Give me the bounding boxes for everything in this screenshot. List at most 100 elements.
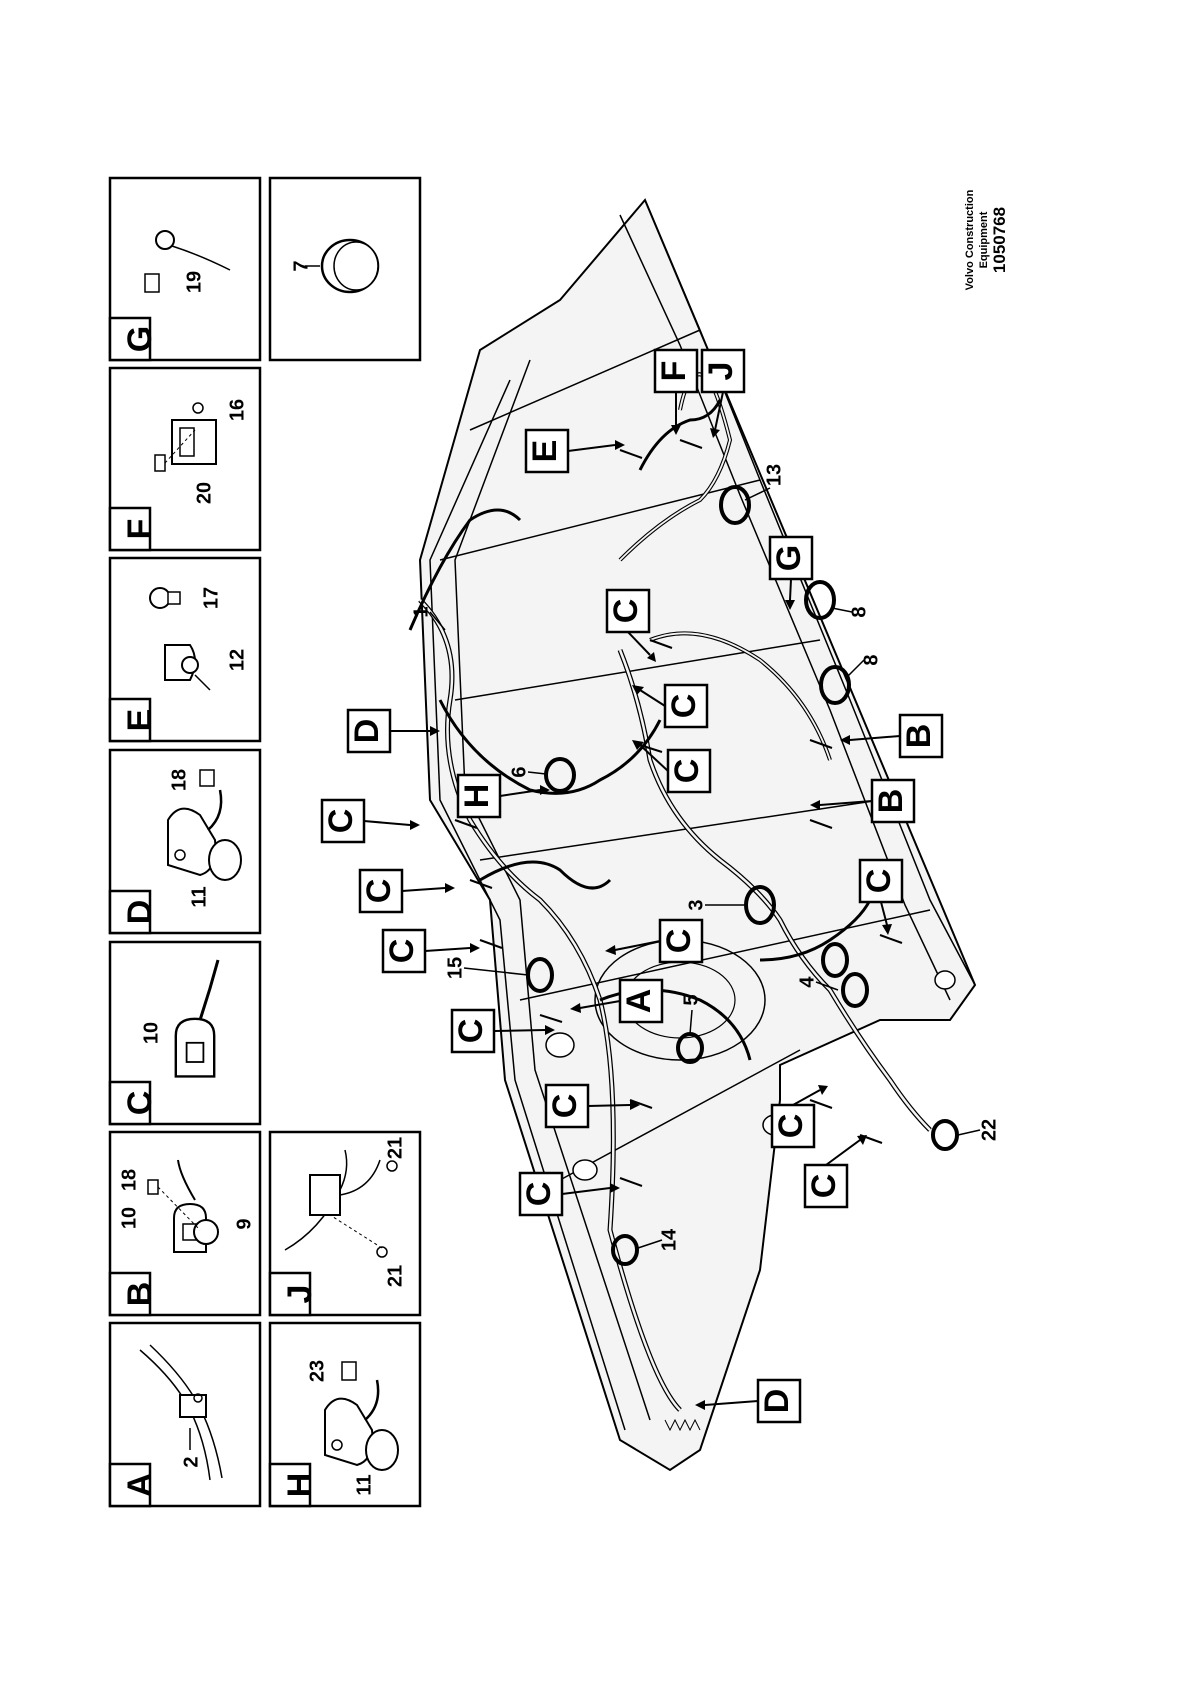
svg-text:8: 8 xyxy=(860,654,882,665)
part-number: 18 xyxy=(168,769,190,791)
callout-c: C xyxy=(632,740,712,794)
detail-panel-g: G 19 xyxy=(108,176,262,362)
panel-letter: C xyxy=(121,1091,159,1116)
part-number: 20 xyxy=(193,482,215,504)
svg-text:F: F xyxy=(655,361,693,382)
part-number: 7 xyxy=(290,260,312,271)
svg-text:6: 6 xyxy=(508,766,530,777)
svg-text:3: 3 xyxy=(685,899,707,910)
svg-text:C: C xyxy=(452,1019,490,1044)
number-callout: 5 xyxy=(680,994,702,1035)
svg-text:22: 22 xyxy=(978,1119,1000,1141)
detail-panel-c: C 10 xyxy=(108,940,262,1126)
svg-text:J: J xyxy=(702,362,740,381)
svg-text:B: B xyxy=(872,789,910,814)
part-number: 11 xyxy=(353,1474,375,1495)
part-number: 21 xyxy=(384,1137,406,1159)
svg-text:14: 14 xyxy=(658,1228,680,1251)
callout-d: D xyxy=(346,708,440,754)
part-number: 21 xyxy=(384,1265,406,1287)
svg-text:C: C xyxy=(520,1182,558,1207)
number-callout: 14 xyxy=(637,1228,680,1251)
callout-c: C xyxy=(803,1135,867,1209)
part-number: 2 xyxy=(180,1456,202,1467)
number-callout: 22 xyxy=(957,1119,1000,1141)
part-number: 17 xyxy=(200,587,222,609)
callout-c: C xyxy=(518,1171,620,1217)
number-callout: 4 xyxy=(796,976,839,991)
callout-c: C xyxy=(544,1083,640,1129)
svg-text:C: C xyxy=(668,759,706,784)
svg-text:D: D xyxy=(348,719,386,744)
panel-letter: H xyxy=(281,1473,319,1498)
part-number: 10 xyxy=(140,1022,162,1044)
number-callout: 8 xyxy=(831,606,870,618)
svg-text:C: C xyxy=(860,869,898,894)
part-number: 9 xyxy=(233,1218,255,1229)
callout-c: C xyxy=(605,588,656,662)
detail-panel-grommet: 7 xyxy=(268,176,422,362)
callout-e: E xyxy=(524,428,625,474)
callout-c: C xyxy=(450,1008,555,1054)
svg-text:C: C xyxy=(805,1174,843,1199)
company-name-line2: Equipment xyxy=(978,211,990,268)
svg-text:A: A xyxy=(620,989,658,1014)
svg-text:C: C xyxy=(665,694,703,719)
callout-c: C xyxy=(358,868,455,914)
detail-panel-f: F 20 16 xyxy=(108,366,262,552)
drawing-number: 1050768 xyxy=(990,207,1009,273)
svg-text:C: C xyxy=(772,1114,810,1139)
callout-c: C xyxy=(381,928,480,974)
number-callout: 6 xyxy=(508,766,547,778)
number-callout: 8 xyxy=(845,654,882,679)
svg-text:4: 4 xyxy=(796,976,818,988)
svg-text:8: 8 xyxy=(848,606,870,617)
company-name-line1: Volvo Construction xyxy=(964,189,976,290)
callout-g: G xyxy=(768,535,814,610)
callout-a: A xyxy=(570,978,664,1024)
callout-f: F xyxy=(653,348,699,435)
panel-letter: G xyxy=(121,326,159,352)
svg-text:G: G xyxy=(770,545,808,571)
callout-c: C xyxy=(858,858,904,935)
panel-letter: F xyxy=(121,519,159,540)
number-callout: 1 xyxy=(410,606,446,631)
detail-panel-b: B 10 18 9 xyxy=(108,1130,262,1317)
svg-text:5: 5 xyxy=(680,994,702,1005)
part-number: 12 xyxy=(226,649,248,671)
panel-letter: D xyxy=(121,900,159,925)
number-callout: 13 xyxy=(744,464,785,501)
main-callouts: E F J G C xyxy=(320,348,1000,1424)
part-number: 19 xyxy=(183,271,205,293)
callout-c: C xyxy=(632,683,709,729)
part-number: 18 xyxy=(118,1169,140,1191)
svg-text:B: B xyxy=(900,724,938,749)
callout-d: D xyxy=(695,1378,802,1424)
number-callout: 15 xyxy=(444,957,529,979)
svg-text:C: C xyxy=(607,599,645,624)
detail-panel-h: H 23 11 xyxy=(268,1321,422,1508)
callout-c: C xyxy=(605,918,704,964)
drawing-reference: Volvo Construction Equipment 1050768 xyxy=(964,189,1009,290)
callout-h: H xyxy=(456,773,550,819)
svg-text:C: C xyxy=(322,809,360,834)
panel-letter: A xyxy=(121,1473,159,1498)
number-callout: 3 xyxy=(685,899,746,911)
part-number: 11 xyxy=(188,886,210,907)
callout-b: B xyxy=(840,713,944,759)
detail-panel-j: J 21 21 xyxy=(268,1130,422,1317)
callout-c: C xyxy=(320,798,420,844)
panel-letter: J xyxy=(281,1285,319,1304)
callout-j: J xyxy=(700,348,746,438)
svg-text:C: C xyxy=(660,929,698,954)
svg-text:13: 13 xyxy=(763,464,785,486)
svg-text:E: E xyxy=(526,440,564,463)
main-frame-drawing xyxy=(408,198,977,1472)
svg-text:D: D xyxy=(758,1389,796,1414)
svg-text:C: C xyxy=(360,879,398,904)
svg-text:1: 1 xyxy=(410,606,432,617)
callout-b: B xyxy=(810,778,916,824)
detail-panel-e: E 17 12 xyxy=(108,556,262,743)
panel-letter: B xyxy=(121,1282,159,1307)
